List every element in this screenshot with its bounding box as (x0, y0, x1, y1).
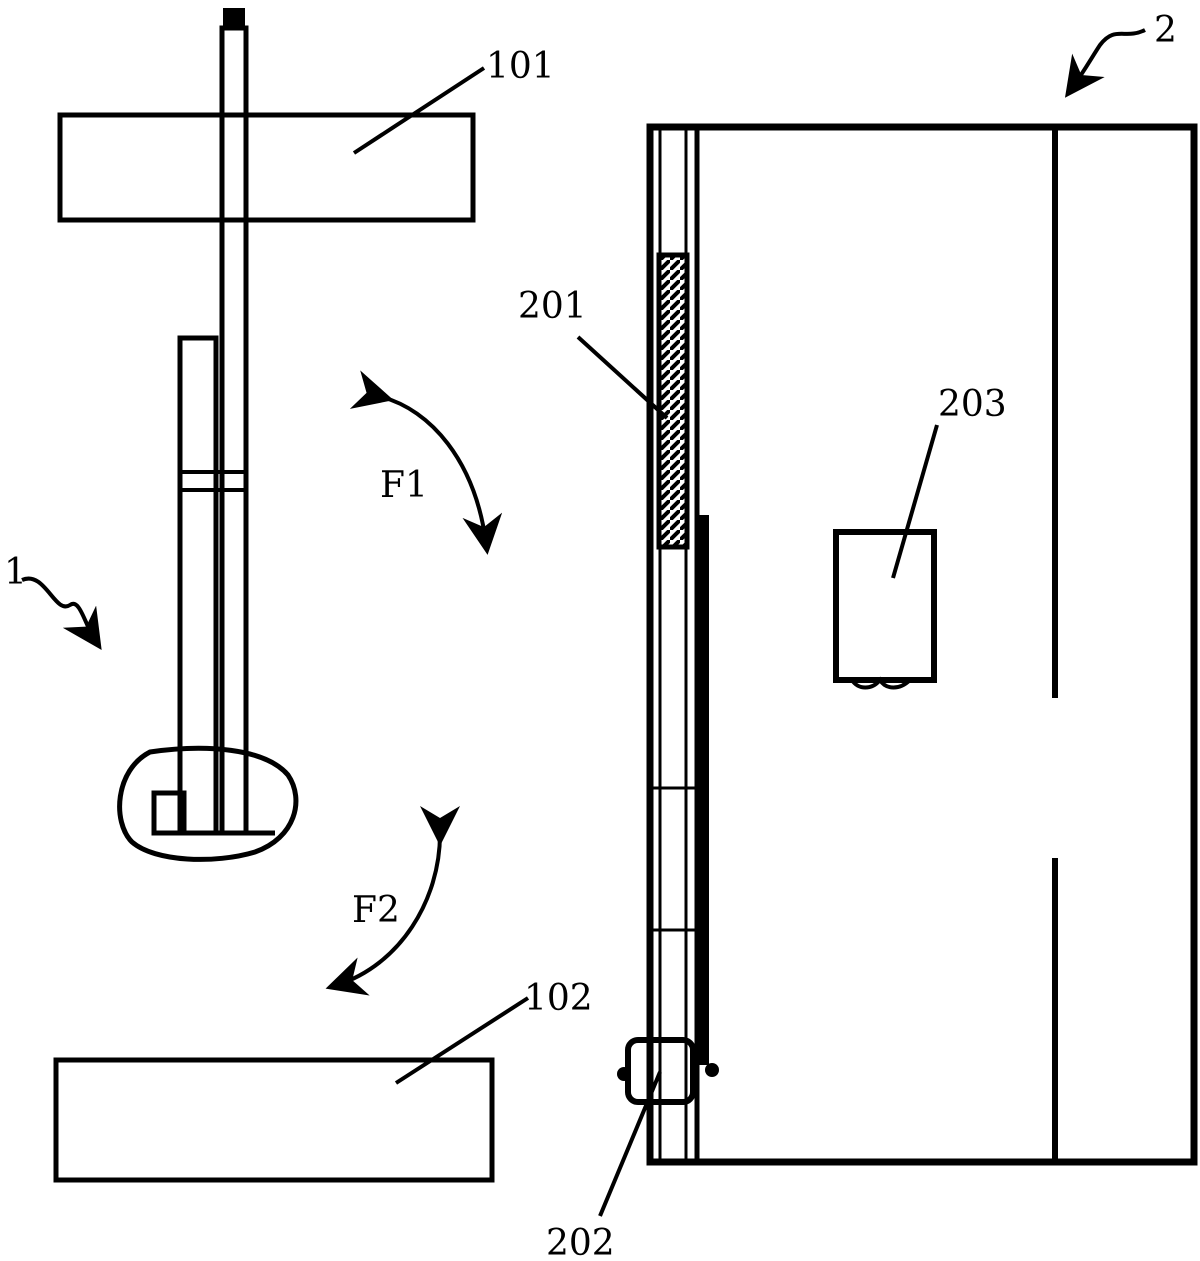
label-202: 202 (546, 1223, 615, 1261)
label-203: 203 (938, 384, 1007, 425)
rotation-arrow-f2 (325, 805, 461, 996)
pointer-device-2 (1064, 28, 1146, 98)
leader-202 (598, 1071, 662, 1217)
motor-nub-left (617, 1067, 631, 1081)
sleeve (177, 335, 219, 836)
label-101: 101 (486, 46, 555, 87)
leader-101 (352, 66, 486, 155)
motor-nub-right (705, 1063, 719, 1077)
handle-203 (833, 529, 937, 683)
block-101 (57, 112, 476, 223)
leader-201 (576, 335, 669, 420)
door-frame (646, 123, 1198, 1166)
base-ellipse (117, 745, 299, 862)
rotation-arrow-f1 (349, 370, 503, 555)
handle-203-feet (850, 676, 912, 690)
label-device-2: 2 (1154, 10, 1177, 51)
vertical-rod (219, 25, 249, 836)
label-201: 201 (518, 286, 587, 327)
label-device-1: 1 (4, 552, 27, 593)
leader-203 (891, 424, 939, 579)
rod-top-cap (223, 8, 245, 28)
slide-bar (697, 515, 709, 1065)
screw-201 (656, 252, 690, 550)
label-f1: F1 (380, 465, 428, 506)
label-102: 102 (524, 978, 593, 1019)
label-f2: F2 (352, 890, 400, 931)
block-102 (53, 1057, 495, 1183)
assembly-2 (617, 123, 1198, 1166)
pointer-device-1 (21, 576, 102, 650)
leader-102 (394, 996, 530, 1085)
assembly-1 (57, 8, 476, 862)
